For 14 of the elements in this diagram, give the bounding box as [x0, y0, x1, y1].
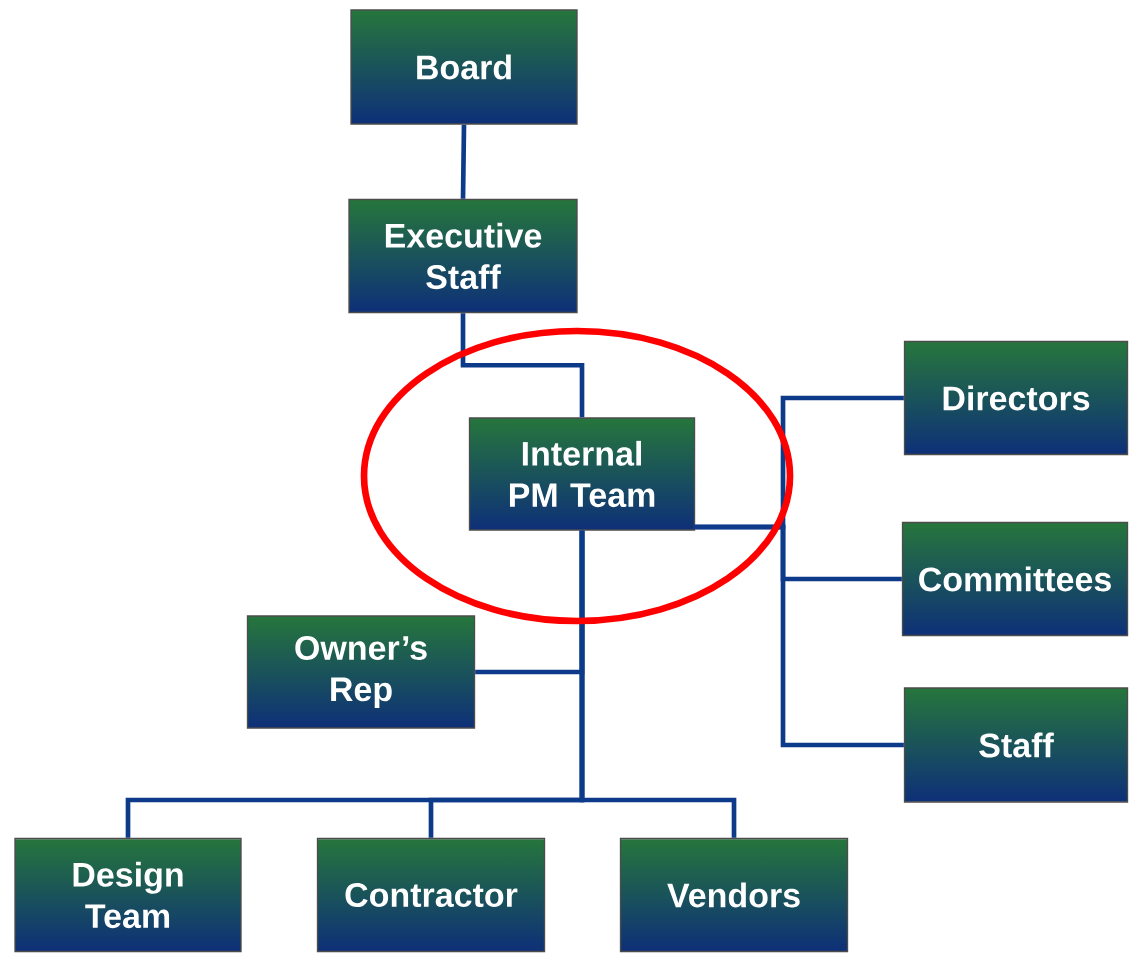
org-box: Staff: [903, 687, 1129, 803]
connector-line: [460, 313, 585, 418]
connector-line: [694, 524, 904, 748]
org-box: Committees: [901, 521, 1129, 637]
org-box: Directors: [903, 340, 1129, 456]
org-box: Design Team: [14, 837, 242, 953]
org-box: Internal PM Team: [468, 417, 696, 531]
connector-line: [579, 530, 737, 838]
org-box: Contractor: [316, 837, 546, 953]
org-box: Vendors: [619, 837, 849, 953]
org-box: Owner’s Rep: [246, 615, 476, 729]
org-box: Executive Staff: [348, 198, 578, 314]
org-box: Board: [350, 9, 578, 125]
connector-line: [460, 124, 467, 199]
